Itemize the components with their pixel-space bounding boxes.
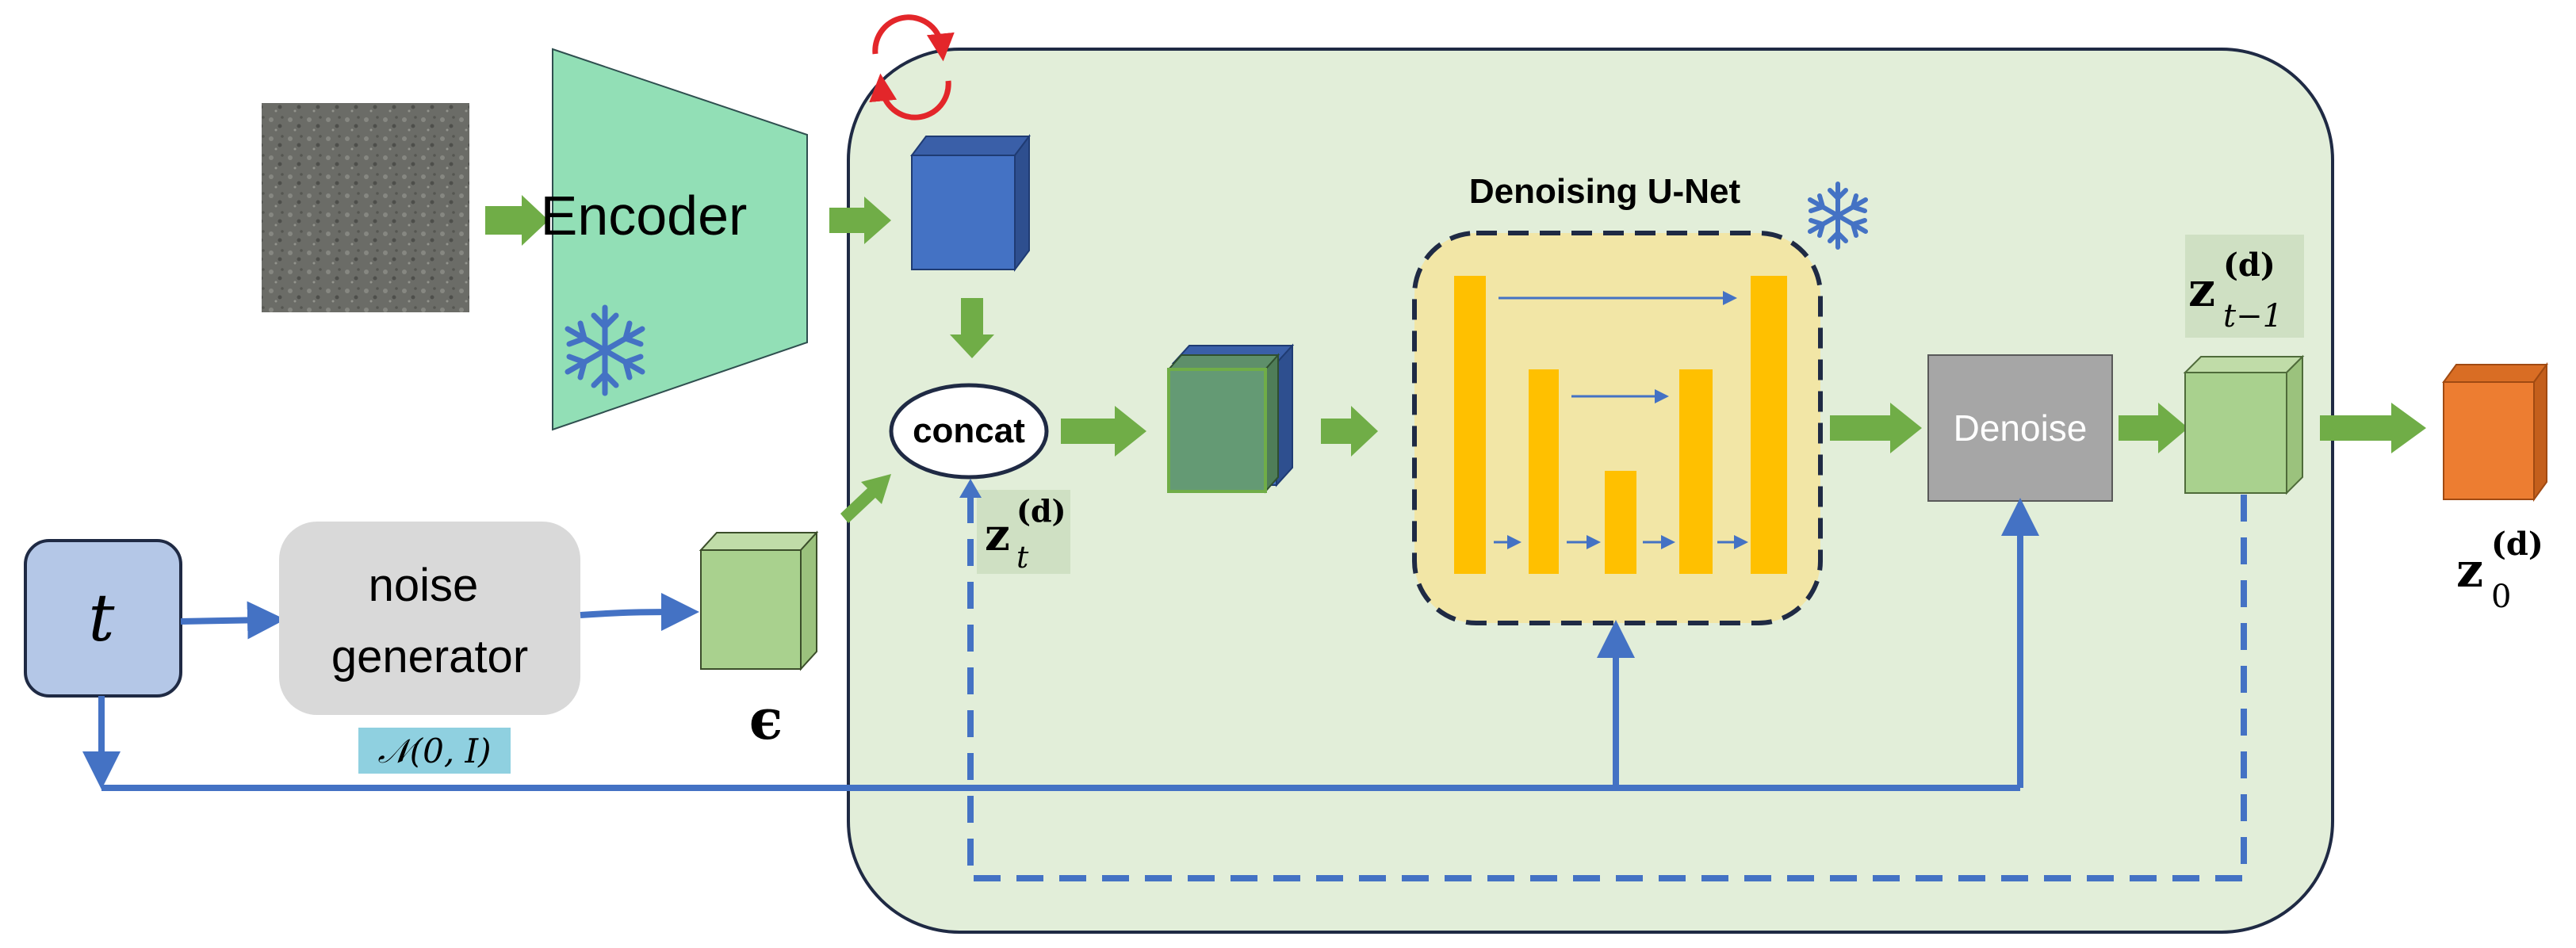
arrow-t-to-noise	[180, 601, 285, 640]
arrow-concat-to-stack	[1061, 406, 1146, 457]
refresh-icon	[869, 14, 955, 120]
z-t-label: z (d) t	[985, 493, 1070, 575]
input-image	[262, 103, 469, 312]
z-t-sup: (d)	[1016, 493, 1066, 529]
noise-generator-label: noise generator	[331, 560, 528, 682]
timestep-conditioning-lines	[82, 498, 2039, 791]
noise-generator-box	[279, 522, 580, 715]
unet-bar-2	[1529, 369, 1559, 574]
encoder-block	[552, 48, 808, 431]
normal-dist-label-bg	[358, 728, 511, 774]
encoder-label: Encoder	[541, 185, 748, 247]
z-t1-main: z	[2188, 262, 2215, 318]
noise-generator-line1: noise	[369, 560, 479, 611]
unet-bar-1	[1454, 276, 1486, 574]
z-t1-sub: t−1	[2223, 298, 2283, 334]
unet-bar-4	[1679, 369, 1713, 574]
unet-block	[1412, 231, 1823, 625]
noise-generator-line2: generator	[331, 631, 528, 682]
z-0-main: z	[2456, 543, 2483, 598]
z-t-sub: t	[1016, 540, 1029, 575]
normal-dist-label: 𝒩(0, I)	[377, 732, 491, 770]
timestep-label: t	[89, 581, 116, 656]
z-t-label-bg	[977, 490, 1070, 574]
arrow-denoise-to-zt1	[2119, 403, 2188, 453]
arrow-encoder-to-latent	[829, 197, 891, 244]
concat-label: concat	[913, 411, 1025, 450]
arrow-epsilon-to-concat	[840, 474, 891, 523]
noise-cube	[699, 530, 819, 671]
concat-node	[889, 383, 1049, 480]
unet-bar-5	[1751, 276, 1787, 574]
z-t1-label-bg	[2185, 235, 2304, 338]
stacked-latent-cube	[1166, 343, 1295, 494]
arrow-image-to-encoder	[485, 195, 549, 246]
z-0-sub: 0	[2491, 579, 2511, 615]
denoise-block	[1927, 354, 2113, 502]
arrow-stack-to-unet	[1321, 406, 1378, 457]
z-0-label: z (d) 0	[2456, 526, 2547, 615]
z-t1-label: z (d) t−1	[2188, 247, 2283, 334]
arrow-latent-to-concat	[950, 298, 994, 358]
arrow-noise-to-epsilon	[580, 593, 699, 632]
feedback-loop	[967, 493, 2247, 881]
unet-skip-connections	[1494, 291, 1748, 549]
unet-snowflake-icon	[1808, 182, 1868, 250]
output-latent-cube	[2442, 361, 2548, 503]
z-t-main: z	[985, 509, 1010, 561]
arrow-unet-to-denoise	[1830, 403, 1922, 453]
feedback-arrowhead	[959, 479, 982, 498]
z-t1-sup: (d)	[2223, 247, 2276, 284]
snowflake-icon	[565, 304, 645, 396]
z-0-sup: (d)	[2491, 526, 2543, 563]
unet-bar-3	[1605, 471, 1636, 574]
encoded-latent-cube	[910, 134, 1031, 272]
denoise-label: Denoise	[1954, 407, 2088, 449]
arrow-zt1-to-z0	[2320, 403, 2426, 453]
zt1-latent-cube	[2183, 354, 2305, 495]
epsilon-label: ϵ	[749, 686, 783, 752]
unet-title: Denoising U-Net	[1469, 172, 1741, 211]
